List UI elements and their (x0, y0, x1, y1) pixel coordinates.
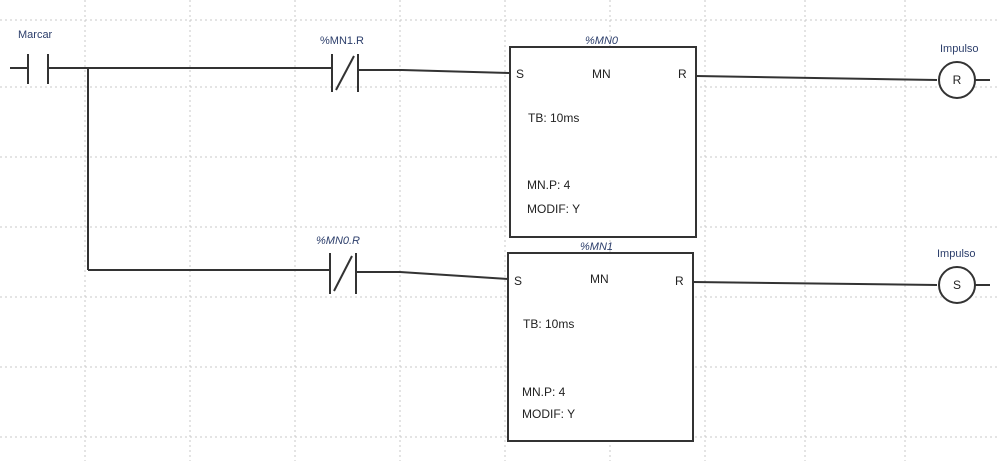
contact-mn0r[interactable]: %MN0.R (316, 235, 360, 294)
wire-mn1-to-coil-s (692, 281, 938, 286)
block-mn1-modif: MODIF: Y (522, 407, 575, 421)
block-mn1-type: MN (590, 272, 609, 286)
contact-mn1r[interactable]: %MN1.R (320, 35, 364, 92)
rung-1: Marcar %MN1.R %MN0 S MN R TB: 10ms MN.P:… (10, 29, 990, 238)
block-mn1-preset: MN.P: 4 (522, 385, 566, 399)
wire-mn0-to-coil-r (695, 75, 938, 81)
block-mn0-type: MN (592, 67, 611, 81)
block-mn0[interactable]: %MN0 S MN R TB: 10ms MN.P: 4 MODIF: Y (509, 35, 697, 238)
coil-reset-letter: R (953, 73, 962, 87)
contact-mn0r-label: %MN0.R (316, 235, 360, 247)
block-mn0-preset: MN.P: 4 (527, 178, 571, 192)
block-mn1-time-base: TB: 10ms (523, 317, 574, 331)
block-mn1-input-pin: S (514, 274, 522, 288)
contact-mn1r-slash (335, 55, 355, 91)
contact-mn1r-label: %MN1.R (320, 35, 364, 47)
block-mn0-output-pin: R (678, 67, 687, 81)
block-mn1[interactable]: %MN1 S MN R TB: 10ms MN.P: 4 MODIF: Y (507, 241, 694, 442)
coil-reset-label: Impulso (940, 43, 979, 55)
block-mn0-name: %MN0 (585, 35, 619, 47)
block-mn0-input-pin: S (516, 67, 524, 81)
block-mn0-frame (509, 46, 697, 238)
wire-mn0r-to-mn1 (399, 271, 509, 280)
block-mn1-frame (507, 252, 694, 442)
coil-impulso-reset[interactable]: R Impulso (938, 43, 979, 99)
contact-marcar-label: Marcar (18, 29, 53, 41)
rung-2: %MN0.R %MN1 S MN R TB: 10ms MN.P: 4 MODI… (88, 235, 990, 442)
contact-mn0r-slash (333, 255, 353, 292)
block-mn1-name: %MN1 (580, 241, 613, 253)
block-mn0-time-base: TB: 10ms (528, 111, 579, 125)
block-mn0-modif: MODIF: Y (527, 202, 580, 216)
contact-marcar[interactable]: Marcar (18, 29, 53, 84)
coil-set-letter: S (953, 278, 961, 292)
coil-set-label: Impulso (937, 248, 976, 260)
wire-mn1r-to-mn0 (401, 69, 511, 74)
coil-impulso-set[interactable]: S Impulso (937, 248, 976, 304)
block-mn1-output-pin: R (675, 274, 684, 288)
